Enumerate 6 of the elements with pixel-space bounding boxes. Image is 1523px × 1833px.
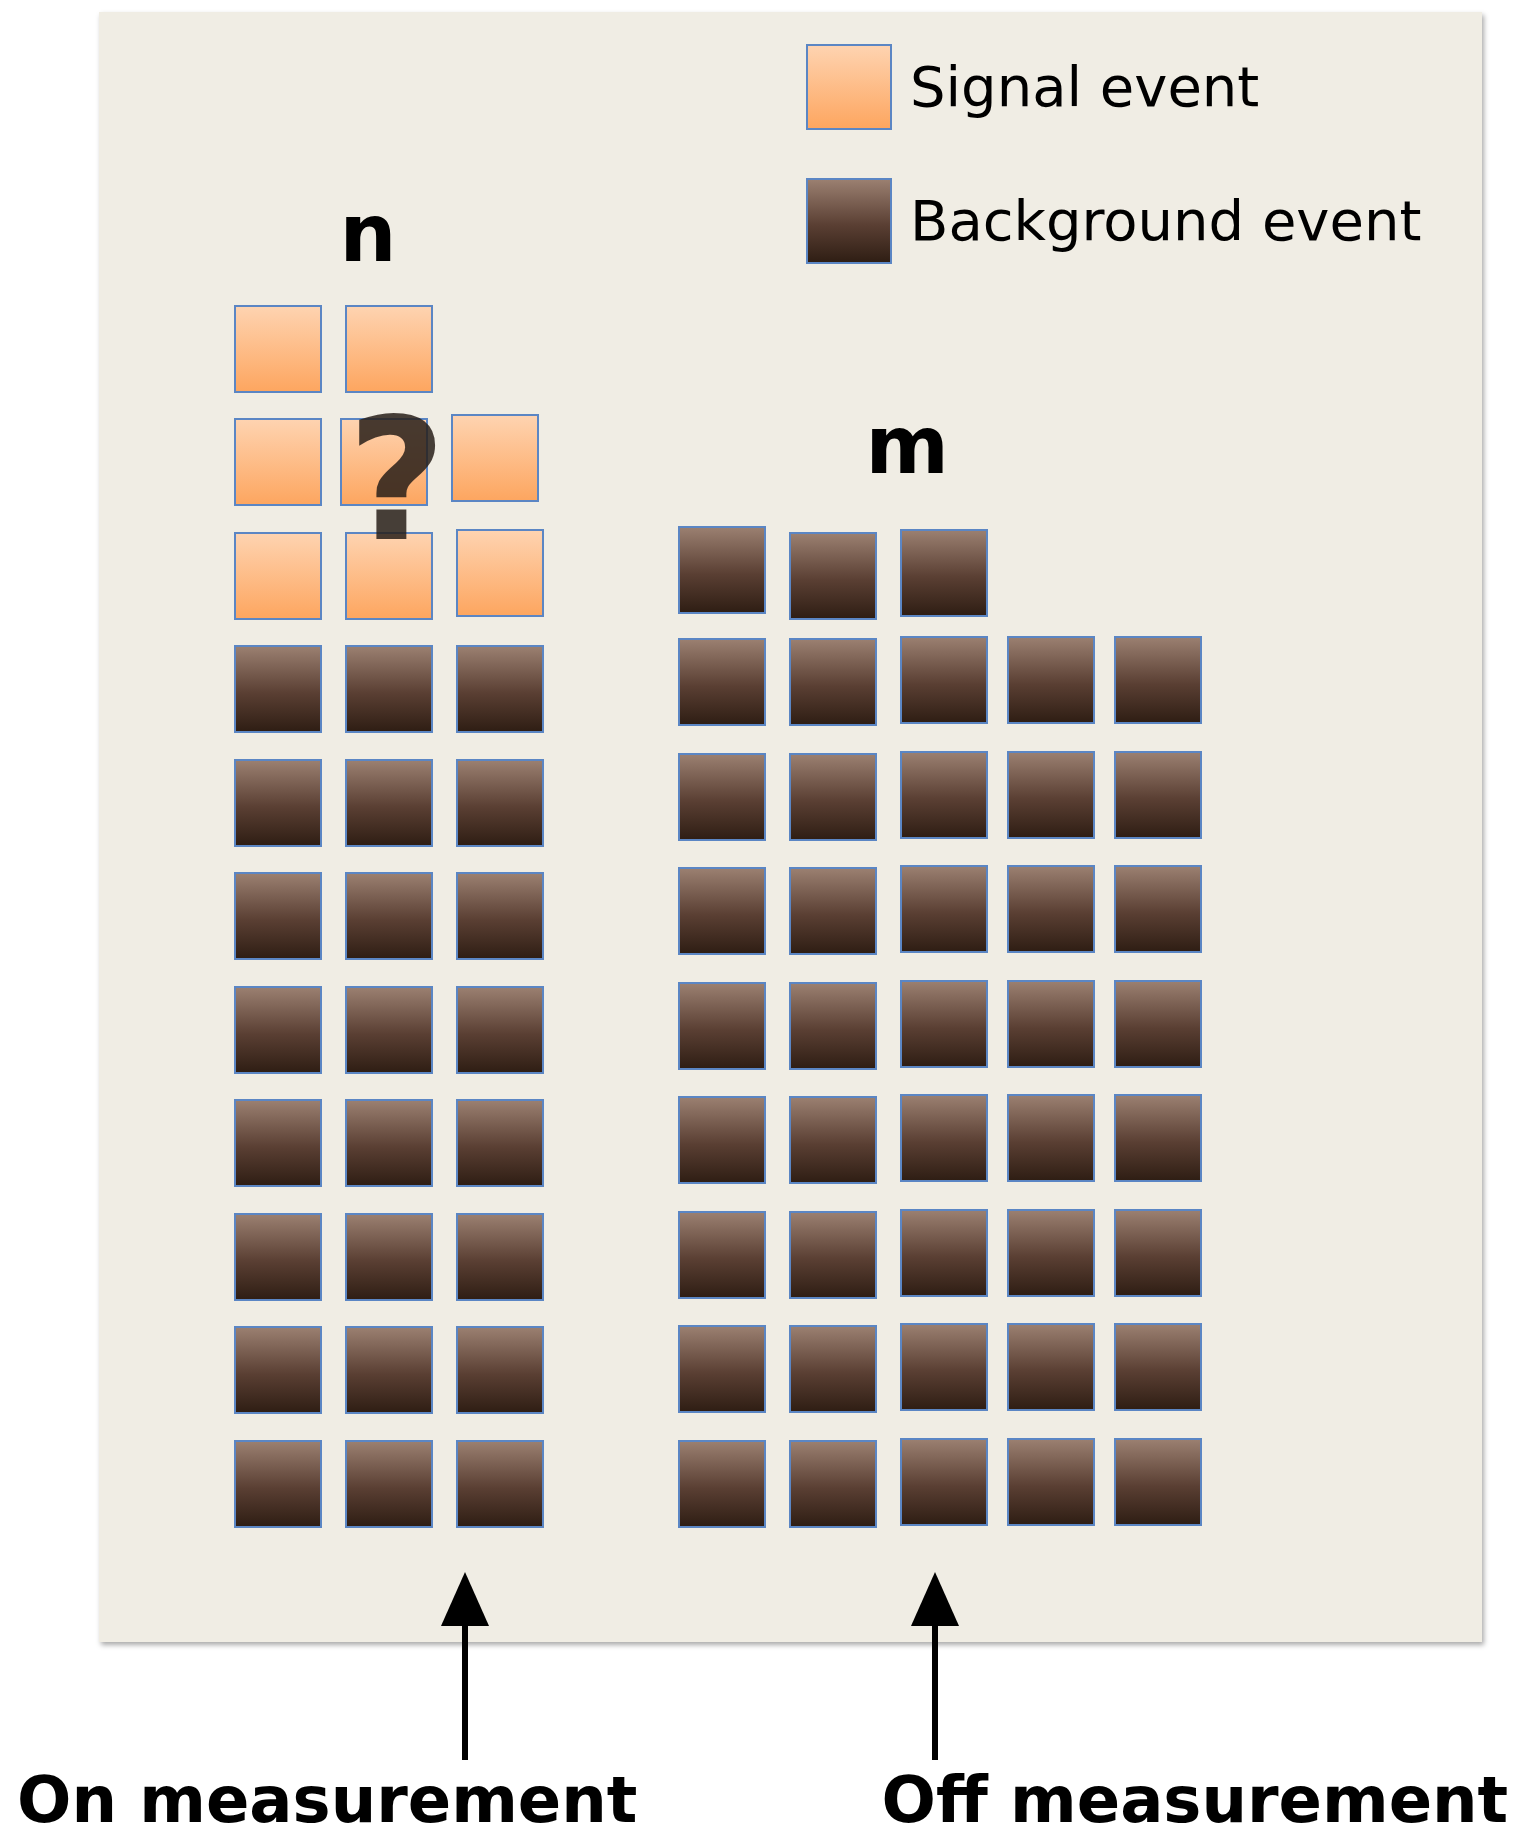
- arrow: [441, 1572, 489, 1760]
- measurement-label: On measurement: [17, 1768, 638, 1832]
- n-label: n: [339, 194, 397, 274]
- arrow: [911, 1572, 959, 1760]
- m-label: m: [865, 406, 949, 486]
- measurement-label: Off measurement: [881, 1768, 1509, 1832]
